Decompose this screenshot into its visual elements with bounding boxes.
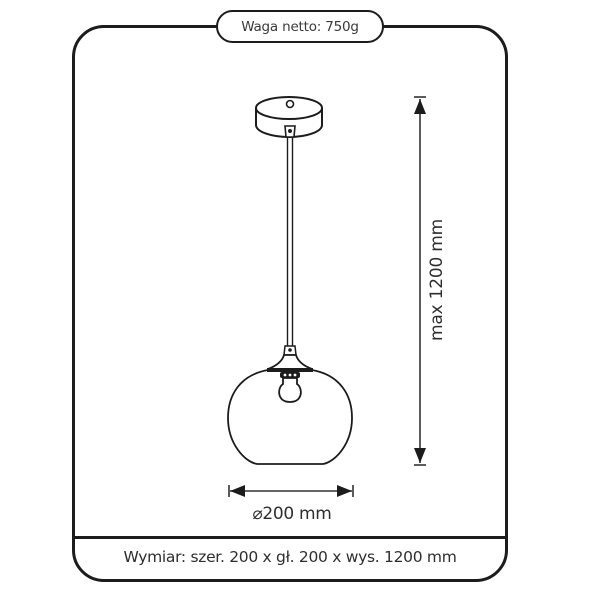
net-weight-label: Waga netto: 750g	[241, 18, 359, 35]
suspension-cord-icon	[286, 137, 294, 346]
dimensions-summary: Wymiar: szer. 200 x gł. 200 x wys. 1200 …	[123, 548, 457, 566]
socket-cap-icon	[267, 345, 313, 378]
footer-divider	[72, 536, 508, 539]
diameter-dimension-label: ⌀200 mm	[252, 504, 332, 524]
ceiling-canopy-icon	[255, 96, 323, 138]
diameter-dimension-arrow-icon	[228, 485, 354, 497]
height-dimension-arrow-icon	[414, 96, 426, 466]
light-bulb-icon	[278, 377, 302, 403]
net-weight-badge: Waga netto: 750g	[216, 10, 384, 43]
height-dimension-label: max 1200 mm	[427, 218, 447, 342]
glass-globe-shade-icon	[227, 369, 353, 465]
